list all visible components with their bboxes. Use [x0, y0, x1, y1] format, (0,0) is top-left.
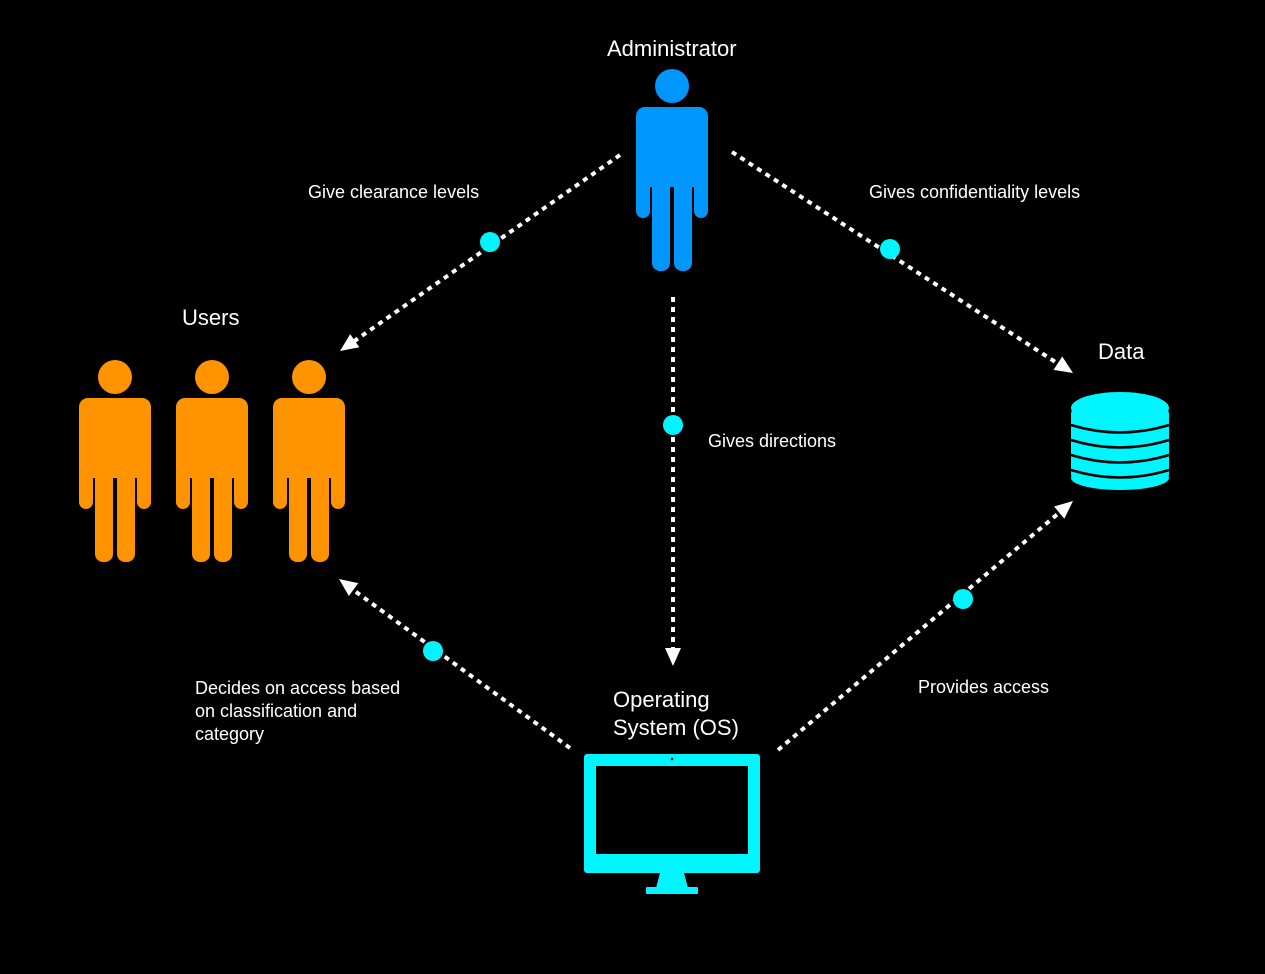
arrowhead-data-top [1053, 356, 1073, 373]
connector-dots [423, 232, 973, 661]
edge-decides-access-line [350, 587, 572, 750]
dot-decides-access [423, 641, 443, 661]
arrowhead-os [665, 648, 681, 666]
edge-label-gives-directions: Gives directions [708, 431, 837, 451]
database-icon [1070, 392, 1170, 490]
edge-label-give-clearance: Give clearance levels [308, 182, 480, 202]
dot-gives-directions [663, 415, 683, 435]
arrowhead-users-top [340, 334, 360, 351]
users-label: Users [182, 305, 240, 330]
edge-provides-access-line [776, 510, 1062, 752]
os-label-line2: System (OS) [613, 715, 739, 740]
data-label: Data [1098, 339, 1145, 364]
user-person-icon [79, 360, 151, 562]
user-person-icon [176, 360, 248, 562]
arrowhead-data-bottom [1054, 501, 1073, 519]
users-icon-group [79, 360, 345, 562]
edge-label-decides-access-line2: on classification and [195, 701, 358, 721]
arrowhead-users-bottom [339, 579, 359, 597]
edge-label-decides-access-line1: Decides on access based [195, 678, 401, 698]
os-label-line1: Operating [613, 687, 710, 712]
user-person-icon [273, 360, 345, 562]
edge-label-provides-access: Provides access [918, 677, 1050, 697]
monitor-icon [584, 754, 760, 894]
arrowheads [339, 334, 1073, 666]
administrator-person-icon [636, 69, 708, 271]
dot-provides-access [953, 589, 973, 609]
edge-label-decides-access-line3: category [195, 724, 265, 744]
administrator-label: Administrator [607, 36, 737, 61]
edge-label-gives-confidentiality: Gives confidentiality levels [869, 182, 1081, 202]
connector-lines [350, 150, 1062, 752]
dot-give-clearance [480, 232, 500, 252]
dot-gives-confidentiality [880, 239, 900, 259]
